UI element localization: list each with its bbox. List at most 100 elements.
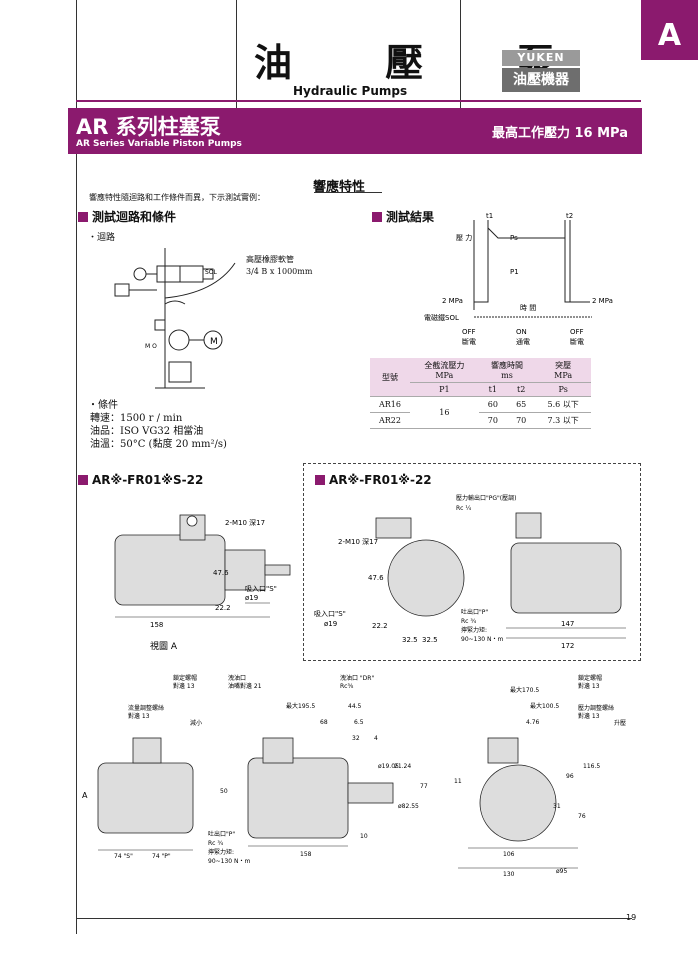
dim-106: 106 xyxy=(503,851,515,858)
cell-ps: 5.6 以下 xyxy=(535,396,591,413)
cell-t2: 70 xyxy=(507,412,536,429)
max-pressure: 最高工作壓力 16 MPa xyxy=(491,126,628,141)
dim-8255: ø82.55 xyxy=(398,803,419,810)
pump-side-view xyxy=(510,542,622,614)
header-divider-left xyxy=(236,0,237,108)
pump-front-view xyxy=(387,539,465,617)
dim-inlet: 吸入口"S" xyxy=(245,585,277,593)
graph-pressure-axis: 壓 力 xyxy=(456,233,472,242)
graph-time: 時 間 xyxy=(520,304,536,312)
graph-off1: OFF xyxy=(462,328,476,336)
response-graph: t1 t2 壓 力 Ps P1 2 MPa 2 MPa 時 間 電磁鐵SOL O… xyxy=(424,212,613,346)
dim-pg: 壓力輸出口"PG"(壓調) xyxy=(456,494,516,502)
dim-max1705: 最大170.5 xyxy=(510,686,539,694)
view-arrow-a: A xyxy=(82,791,88,800)
left-pump-drawing: 2-M10 深17 47.6 吸入口"S" ø19 22.2 158 視圖 A xyxy=(114,514,291,652)
left-drawing-title: AR※-FR01※S-22 xyxy=(78,473,203,487)
dim-222: 22.2 xyxy=(215,604,231,612)
dim-158: 158 xyxy=(300,851,312,858)
connector xyxy=(186,515,198,527)
section-tab: A xyxy=(641,0,698,60)
series-title-en: AR Series Variable Piston Pumps xyxy=(76,139,242,149)
dim-wrench13: 對邊 13 xyxy=(128,712,150,720)
hose-spec: 3/4 B x 1000mm xyxy=(246,267,313,276)
oil-filter xyxy=(168,361,192,383)
th-t2: t2 xyxy=(507,382,536,397)
dim-31: 31 xyxy=(553,803,561,810)
dim-74p: 74 "P" xyxy=(152,853,171,860)
pump-shaft xyxy=(264,564,291,576)
sol-label: SOL xyxy=(205,269,218,276)
right-drawing-frame xyxy=(303,463,641,661)
dim-decrease: 減小 xyxy=(190,719,202,727)
th-ps: Ps xyxy=(535,382,591,397)
dim-outlet: 吐出口"P" xyxy=(208,830,235,838)
dim-phi19: ø19 xyxy=(245,594,258,602)
dim-lock1: 鎖定螺帽 xyxy=(173,674,197,682)
graph-t1: t1 xyxy=(486,212,493,220)
dim-drain: 洩油口 "DR" xyxy=(340,674,374,682)
bullet-square xyxy=(372,212,382,222)
dim-158: 158 xyxy=(150,621,163,629)
dim-pres-screw: 壓力調整螺絲 xyxy=(578,704,614,712)
graph-off1-cn: 斷電 xyxy=(462,337,476,346)
dim-74s: 74 "S" xyxy=(114,853,133,860)
footer-rule xyxy=(76,918,632,919)
cell-t1: 70 xyxy=(478,412,507,429)
end-view-solenoid xyxy=(487,737,519,764)
dim-4: 4 xyxy=(374,735,378,742)
dim-10: 10 xyxy=(360,833,368,840)
graph-ps: Ps xyxy=(510,234,518,242)
table-row: AR16 16 60 65 5.6 以下 xyxy=(370,396,591,429)
dim-wrench1: 對邊 13 xyxy=(173,682,195,690)
page-number: 19 xyxy=(626,913,637,922)
dim-m10: 2-M10 深17 xyxy=(338,537,378,546)
dim-flow-screw: 流量調整螺絲 xyxy=(128,704,164,712)
side-view-solenoid xyxy=(262,737,294,764)
pump-body xyxy=(114,534,226,606)
front-view-body xyxy=(97,762,194,834)
right-pump-drawing: 壓力輸出口"PG"(壓調) Rc ¼ 2-M10 深17 47.6 吸入口"S"… xyxy=(314,494,626,650)
solenoid-coil xyxy=(202,268,214,280)
dim-outlet: 吐出口"P" xyxy=(461,608,488,616)
condition-temp: 油溫：50°C (黏度 20 mm²/s) xyxy=(90,439,227,450)
graph-on: ON xyxy=(516,328,527,336)
test-circuit-title: 測試迴路和條件 xyxy=(78,208,176,225)
bullet-square xyxy=(78,212,88,222)
bullet-square xyxy=(315,475,325,485)
brand-bottom: 油壓機器 xyxy=(502,68,580,92)
test-circuit-title-text: 測試迴路和條件 xyxy=(92,210,177,224)
right-drawing-title: AR※-FR01※-22 xyxy=(315,473,432,487)
dim-rc38: Rc⅜ xyxy=(340,683,353,690)
mo-label: M O xyxy=(145,343,157,350)
dim-325b: 32.5 xyxy=(422,636,438,644)
hose-label: 高壓橡膠軟管 xyxy=(246,255,294,264)
dim-inlet: 吸入口"S" xyxy=(314,610,346,618)
dim-147: 147 xyxy=(561,620,574,628)
test-result-title: 測試結果 xyxy=(372,208,434,225)
figure-a-label: 視圖 A xyxy=(150,640,178,652)
dim-rc14: Rc ¼ xyxy=(456,505,471,512)
cell-t2: 65 xyxy=(507,396,536,413)
right-drawing-title-text: AR※-FR01※-22 xyxy=(329,473,432,487)
dim-325a: 32.5 xyxy=(402,636,418,644)
pump-flange xyxy=(224,549,266,591)
dim-increase: 升壓 xyxy=(614,719,626,727)
pump-control-box xyxy=(154,319,166,331)
end-view-body xyxy=(479,764,557,842)
cell-t1: 60 xyxy=(478,396,507,413)
graph-2mpa-right: 2 MPa xyxy=(592,297,613,305)
dim-wrench21: 油嘴對邊 21 xyxy=(228,682,262,690)
dim-222: 22.2 xyxy=(372,622,388,630)
brand-top: YUKEN xyxy=(502,50,580,66)
cell-model: AR16 xyxy=(370,396,410,413)
dim-drain-port: 洩油口 xyxy=(228,674,246,682)
cell-p1: 16 xyxy=(410,396,479,429)
series-banner: AR 系列柱塞泵 AR Series Variable Piston Pumps… xyxy=(68,108,642,154)
dim-torque: 擰緊力矩: xyxy=(461,626,487,634)
dim-172: 172 xyxy=(561,642,574,650)
left-drawing-title-text: AR※-FR01※S-22 xyxy=(92,473,204,487)
dim-rc34: Rc ¾ xyxy=(208,840,223,847)
